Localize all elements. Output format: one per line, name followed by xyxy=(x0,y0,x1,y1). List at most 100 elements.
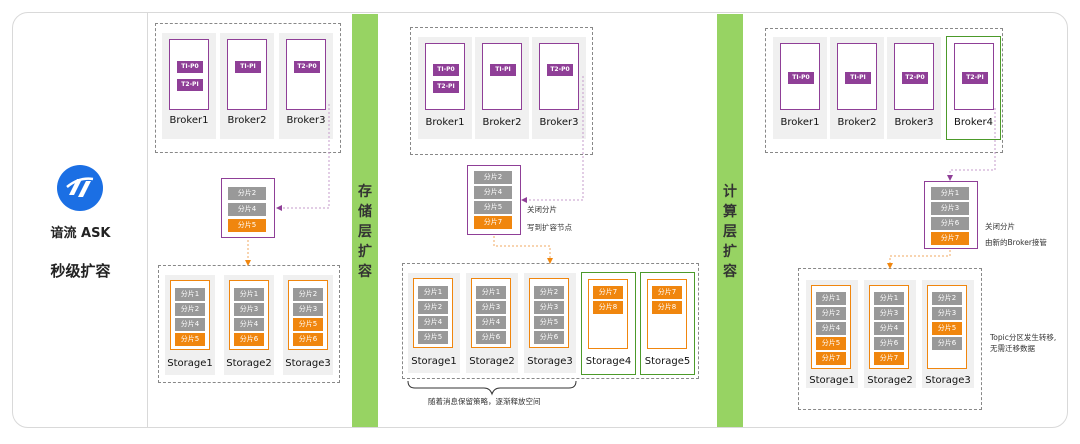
storage-inner: 分片1 分片2 分片4 分片5 xyxy=(413,278,453,348)
p2-note-write: 写到扩容节点 xyxy=(527,223,572,232)
partition-pill: 分片2 xyxy=(418,301,448,314)
partition-pill-active: 分片5 xyxy=(932,322,962,335)
partition-pill-active: 分片5 xyxy=(293,318,323,331)
partition-pill-active: 分片7 xyxy=(593,286,623,299)
partition-pill: 分片6 xyxy=(476,331,506,344)
storage-inner: 分片7 分片8 xyxy=(647,279,687,349)
partition-pill: 分片5 xyxy=(534,316,564,329)
compute-scale-strip xyxy=(717,14,743,427)
p1-arrow-head xyxy=(276,205,282,211)
partition-pill: 分片2 xyxy=(228,187,266,200)
storage-label: Storage3 xyxy=(285,358,331,369)
p2-partition-to-storage-line xyxy=(493,236,551,260)
p2-new-storage: 分片7 分片8 Storage5 xyxy=(640,272,695,375)
partition-pill-active: 分片5 xyxy=(816,337,846,350)
p1-broker-to-partition-line xyxy=(280,104,330,209)
p2-broker-to-partition-line xyxy=(525,76,584,201)
partition-pill: 分片2 xyxy=(474,171,512,184)
partition-pill: 分片3 xyxy=(234,303,264,316)
partition-pill: 分片4 xyxy=(228,203,266,216)
broker-label: Broker3 xyxy=(539,117,579,128)
p3-note-takeover: 由新的Broker接管 xyxy=(985,238,1047,247)
storage-inner: 分片1 分片3 分片4 分片6 分片7 xyxy=(869,285,909,369)
p3-broker-inner: T2-PI xyxy=(954,43,994,110)
p3-side-note-2: 无需迁移数据 xyxy=(990,344,1035,353)
p3-partition-box: 分片1 分片3 分片6 分片7 xyxy=(924,181,978,249)
storage-inner: 分片1 分片2 分片4 分片5 分片7 xyxy=(811,285,851,369)
topic-tag: TI-P0 xyxy=(433,64,459,76)
partition-pill: 分片2 xyxy=(175,303,205,316)
partition-pill: 分片3 xyxy=(293,303,323,316)
p1-broker-inner: TI-PI xyxy=(227,39,267,110)
p1-storage: 分片1 分片3 分片4 分片6 Storage2 xyxy=(224,275,274,375)
topic-tag: T2-P0 xyxy=(547,64,573,76)
broker-label: Broker2 xyxy=(227,115,267,126)
p2-storage: 分片1 分片2 分片4 分片5 Storage1 xyxy=(408,273,460,373)
partition-pill: 分片6 xyxy=(534,331,564,344)
partition-pill-active: 分片5 xyxy=(228,219,266,232)
broker-label: Broker2 xyxy=(837,117,877,128)
p3-storage: 分片1 分片3 分片4 分片6 分片7 Storage2 xyxy=(864,280,916,388)
p2-broker: TI-P0 T2-PI Broker1 xyxy=(418,37,472,139)
p1-broker-group xyxy=(155,23,341,153)
partition-pill: 分片6 xyxy=(874,337,904,350)
p3-side-note-1: Topic分区发生转移, xyxy=(990,333,1057,342)
p3-arrow-head xyxy=(947,175,953,181)
storage-inner: 分片2 分片3 分片5 分片6 xyxy=(529,278,569,348)
p1-broker: TI-P0 T2-PI Broker1 xyxy=(162,33,216,139)
topic-tag: T2-P0 xyxy=(902,72,928,84)
p1-storage: 分片2 分片3 分片5 分片6 Storage3 xyxy=(283,275,333,375)
partition-pill: 分片4 xyxy=(418,316,448,329)
storage-label: Storage1 xyxy=(411,356,457,367)
partition-pill-active: 分片7 xyxy=(931,232,969,245)
storage-inner: 分片1 分片2 分片4 分片5 xyxy=(170,280,210,350)
storage-label: Storage2 xyxy=(469,356,515,367)
broker-label: Broker3 xyxy=(894,117,934,128)
p1-storage: 分片1 分片2 分片4 分片5 Storage1 xyxy=(165,275,215,375)
page-title: 秒级扩容 xyxy=(50,262,111,280)
p3-broker: TI-P0 Broker1 xyxy=(773,37,827,139)
p3-broker-group xyxy=(765,28,1003,153)
p2-new-storage: 分片7 分片8 Storage4 xyxy=(581,272,636,375)
ask-logo-icon xyxy=(57,165,103,211)
broker-label: Broker1 xyxy=(780,117,820,128)
storage-label: Storage2 xyxy=(867,375,913,386)
partition-pill: 分片5 xyxy=(474,201,512,214)
partition-pill: 分片1 xyxy=(418,286,448,299)
p3-broker-inner: TI-PI xyxy=(837,43,877,110)
p2-storage-group xyxy=(402,263,699,379)
topic-tag: TI-PI xyxy=(845,72,871,84)
partition-pill: 分片4 xyxy=(234,318,264,331)
storage-inner: 分片1 分片3 分片4 分片6 xyxy=(471,278,511,348)
partition-pill: 分片5 xyxy=(418,331,448,344)
partition-pill-active: 分片7 xyxy=(652,286,682,299)
p3-broker-inner: T2-P0 xyxy=(894,43,934,110)
storage-inner: 分片2 分片3 分片5 分片6 xyxy=(288,280,328,350)
p2-bracket xyxy=(407,380,577,396)
topic-tag: T2-PI xyxy=(962,72,988,84)
partition-pill: 分片3 xyxy=(874,307,904,320)
p3-new-broker: T2-PI Broker4 xyxy=(946,36,1001,140)
broker-label: Broker3 xyxy=(286,115,326,126)
partition-pill: 分片3 xyxy=(931,202,969,215)
partition-pill: 分片4 xyxy=(175,318,205,331)
p2-note-close: 关闭分片 xyxy=(527,205,557,214)
topic-tag: T2-PI xyxy=(433,81,459,93)
partition-pill: 分片3 xyxy=(476,301,506,314)
p1-arrow-head xyxy=(245,260,251,266)
partition-pill-active: 分片8 xyxy=(593,301,623,314)
brand-name: 谙流 ASK xyxy=(50,226,111,241)
p2-broker: T2-P0 Broker3 xyxy=(532,37,586,139)
p2-partition-box: 分片2 分片4 分片5 分片7 xyxy=(467,165,521,235)
broker-label: Broker4 xyxy=(954,117,993,128)
partition-pill: 分片1 xyxy=(931,187,969,200)
partition-pill-active: 分片7 xyxy=(874,352,904,365)
partition-pill: 分片1 xyxy=(175,288,205,301)
storage-label: Storage4 xyxy=(585,356,632,367)
p2-storage: 分片2 分片3 分片5 分片6 Storage3 xyxy=(524,273,576,373)
partition-pill: 分片4 xyxy=(816,322,846,335)
storage-label: Storage3 xyxy=(925,375,971,386)
storage-inner: 分片1 分片3 分片4 分片6 xyxy=(229,280,269,350)
p1-partition-box: 分片2 分片4 分片5 xyxy=(221,178,275,238)
partition-pill: 分片1 xyxy=(874,292,904,305)
